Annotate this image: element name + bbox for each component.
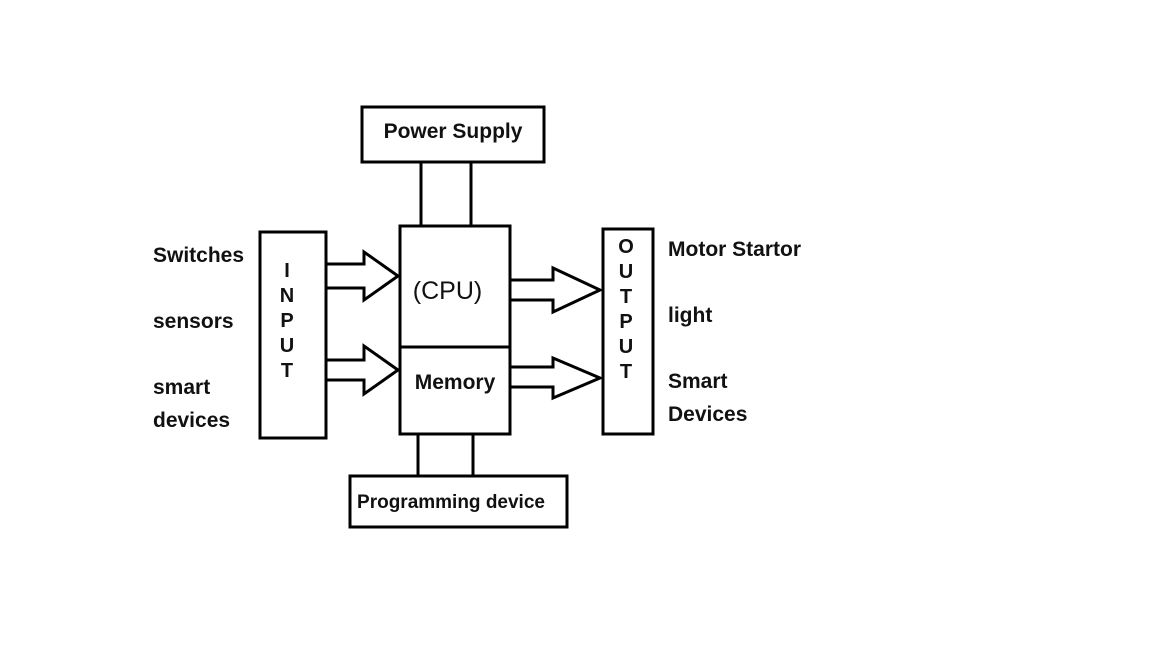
input-smart-label: smart [153,376,211,399]
output-letter: U [618,261,634,283]
input-letter: U [279,335,295,357]
output-devices-label: Devices [668,403,748,426]
memory-box [398,345,512,436]
input-letter: T [280,360,294,382]
output-light-label: light [668,304,713,327]
memory-to-output-arrow [508,355,604,401]
power-supply-box [360,105,546,164]
output-letter: P [619,311,633,333]
programming-device-label: Programming device [357,492,545,513]
output-smart-label: Smart [668,370,728,393]
input-letter: P [280,310,294,332]
input-block-label: I N P U T [277,259,297,384]
input-letter: N [279,285,295,307]
input-box [258,230,328,440]
memory-label: Memory [414,371,496,394]
input-sensors-label: sensors [153,310,234,333]
input-switches-label: Switches [153,244,245,267]
power-supply-label: Power Supply [383,120,523,143]
output-letter: T [619,286,633,308]
output-box [601,227,655,436]
input-devices-label: devices [153,409,231,432]
output-letter: O [618,236,634,258]
output-letter: T [619,361,633,383]
output-motor-startor-label: Motor Startor [668,238,801,261]
programming-device-box [348,474,569,529]
cpu-to-output-arrow [508,265,604,315]
output-letter: U [618,336,634,358]
input-to-cpu-arrow [324,249,401,303]
input-letter: I [284,260,290,282]
output-block-label: O U T P U T [616,235,636,385]
input-to-memory-arrow [324,343,401,397]
cpu-label: (CPU) [412,277,483,305]
